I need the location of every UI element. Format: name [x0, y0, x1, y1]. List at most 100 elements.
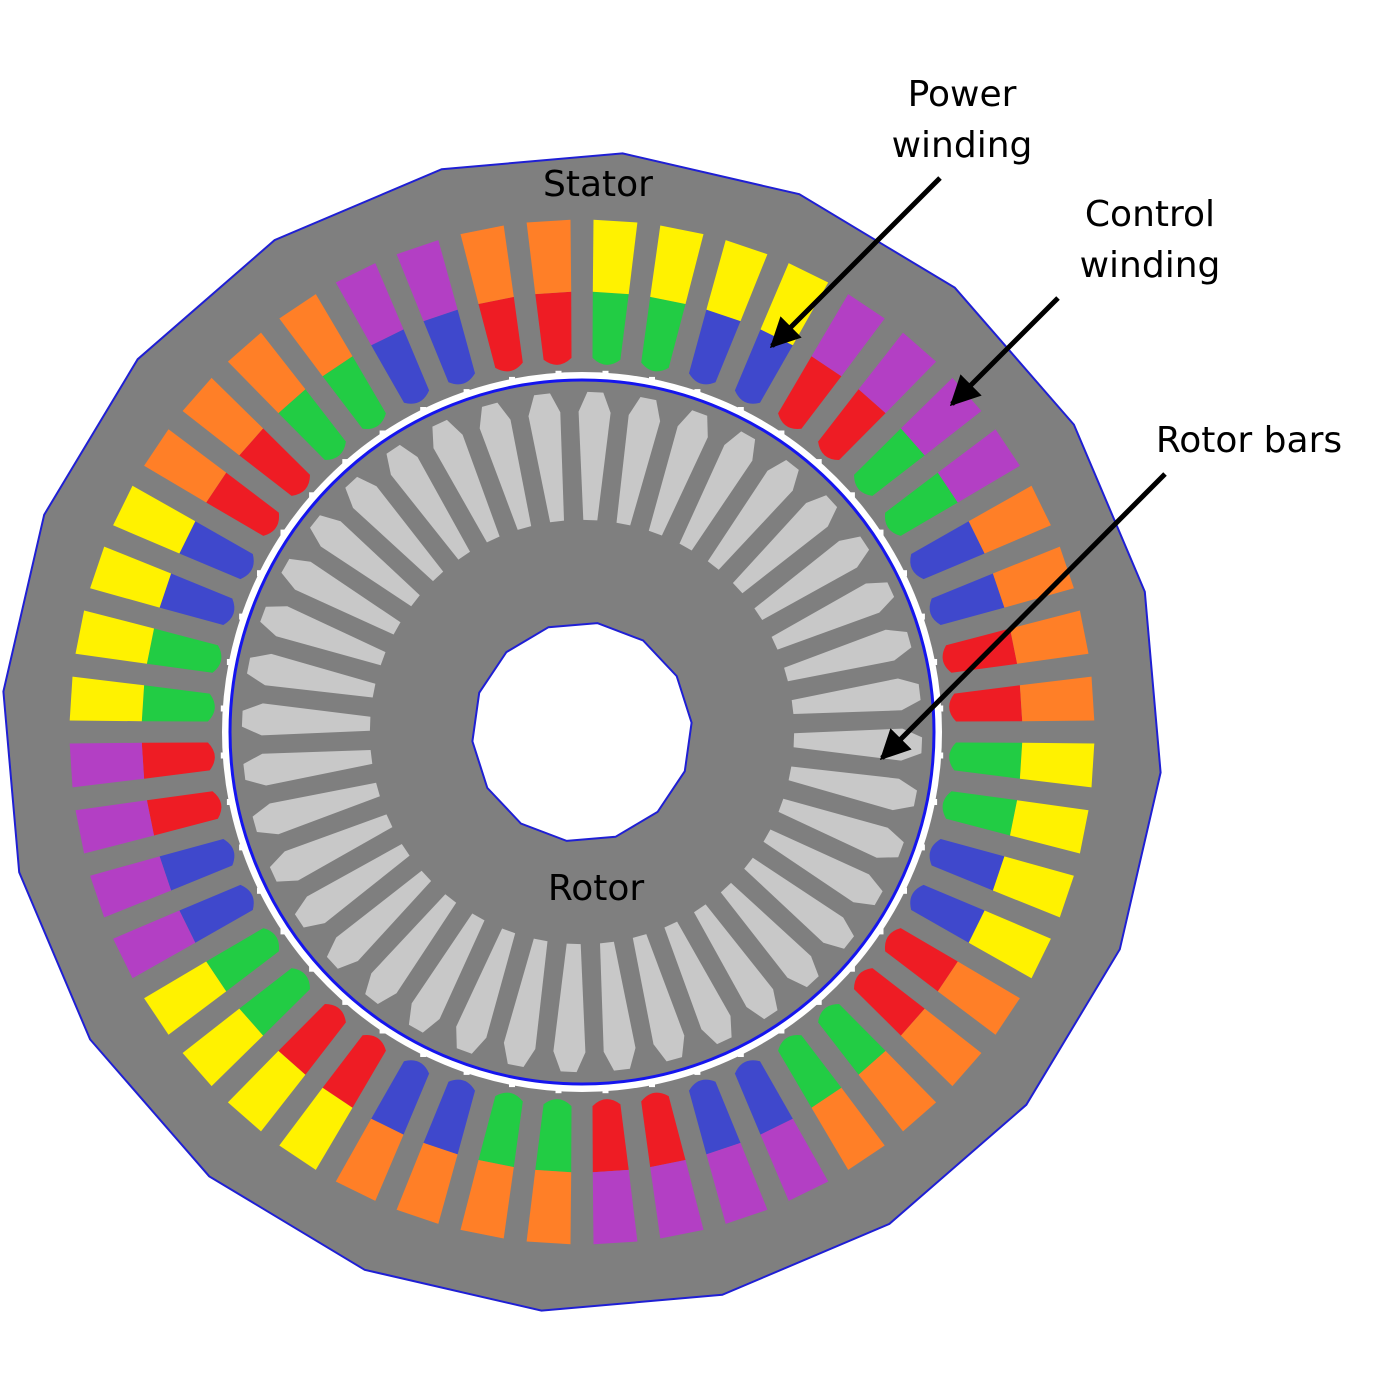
stator-slot	[901, 485, 1051, 580]
slot-opening	[649, 1081, 655, 1088]
stator-slot	[335, 1051, 430, 1201]
outer-winding-conductor	[182, 1008, 264, 1087]
inner-winding-conductor	[592, 291, 629, 365]
slot-opening	[694, 389, 701, 396]
inner-winding-conductor	[949, 685, 1023, 722]
slot-opening	[694, 1068, 701, 1075]
stator-slot	[641, 225, 704, 383]
rotor-bar	[791, 678, 921, 714]
inner-winding-conductor	[423, 309, 475, 385]
slot-opening	[815, 998, 822, 1005]
outer-winding-conductor	[1010, 610, 1089, 664]
outer-winding-conductor	[279, 294, 353, 377]
stator-slot	[113, 485, 263, 580]
power-winding-label-line2: winding	[892, 125, 1033, 166]
inner-winding-conductor	[942, 791, 1018, 836]
slot-opening	[420, 407, 427, 413]
slot-opening	[220, 705, 227, 712]
rotor-bar	[679, 431, 756, 551]
rotor-bar	[632, 934, 685, 1062]
inner-winding-conductor	[371, 1060, 430, 1135]
stator-slot	[937, 676, 1095, 722]
slot-opening	[226, 799, 233, 805]
stator-slot	[113, 884, 263, 979]
outer-winding-conductor	[1010, 800, 1089, 854]
outer-winding-conductor	[811, 294, 885, 377]
inner-winding-conductor	[535, 1099, 572, 1173]
stator-slot	[592, 1087, 638, 1245]
slot-opening	[901, 887, 907, 894]
inner-winding-conductor	[278, 1004, 346, 1075]
slot-opening	[918, 844, 925, 851]
outer-winding-conductor	[992, 856, 1074, 918]
slot-opening	[257, 570, 263, 577]
rotor-bar	[771, 582, 895, 650]
slot-opening	[737, 1051, 744, 1057]
inner-winding-conductor	[239, 428, 310, 496]
slot-opening	[463, 389, 470, 396]
slot-opening	[257, 887, 263, 894]
inner-winding-conductor	[179, 884, 254, 943]
outer-winding-conductor	[858, 1050, 937, 1132]
outer-winding-conductor	[279, 1087, 353, 1170]
slot-opening	[931, 659, 938, 665]
inner-winding-conductor	[910, 884, 985, 943]
inner-winding-conductor	[734, 1060, 793, 1135]
rotor-bar	[310, 515, 420, 607]
inner-winding-conductor	[689, 309, 741, 385]
inner-winding-conductor	[146, 791, 222, 836]
rotor-bar	[763, 829, 883, 906]
slot-opening	[649, 376, 655, 383]
control-winding-label-line1: Control	[1085, 194, 1215, 235]
outer-winding-conductor	[69, 676, 145, 722]
rotor-bar	[365, 894, 457, 1004]
stator-slot	[90, 546, 246, 625]
slot-opening	[280, 928, 287, 935]
slot-opening	[342, 459, 349, 466]
slot-opening	[280, 529, 287, 536]
rotor-bar	[408, 913, 485, 1033]
stator-slot	[279, 1027, 386, 1170]
slot-opening	[239, 613, 246, 620]
slot-opening	[463, 1068, 470, 1075]
slot-opening	[815, 459, 822, 466]
stator-slot	[937, 742, 1095, 788]
outer-winding-conductor	[90, 856, 172, 918]
rotor-bar	[479, 402, 532, 530]
slot-opening	[309, 492, 316, 499]
stator-slot	[918, 546, 1074, 625]
outer-winding-conductor	[460, 225, 514, 304]
rotor-bar	[788, 766, 917, 811]
stator-slot	[69, 742, 227, 788]
outer-winding-conductor	[396, 240, 458, 322]
stator-slot	[335, 263, 430, 413]
outer-winding-conductor	[1019, 742, 1095, 788]
slot-opening	[555, 1087, 562, 1094]
stator-slot	[778, 1027, 885, 1170]
outer-winding-conductor	[650, 1160, 704, 1239]
outer-winding-conductor	[113, 910, 196, 979]
inner-winding-conductor	[141, 685, 215, 722]
outer-winding-conductor	[811, 1087, 885, 1170]
stator-slot	[877, 928, 1020, 1035]
rotor-bar	[553, 943, 586, 1073]
slot-opening	[379, 430, 386, 437]
slot-opening	[420, 1051, 427, 1057]
inner-winding-conductor	[239, 968, 310, 1036]
inner-winding-conductor	[929, 573, 1005, 625]
slot-opening	[555, 370, 562, 377]
inner-winding-conductor	[423, 1079, 475, 1155]
rotor-bars-label: Rotor bars	[1156, 420, 1342, 461]
outer-winding-conductor	[937, 429, 1020, 503]
rotor-bar	[326, 870, 432, 969]
inner-winding-conductor	[322, 356, 386, 430]
stator-slot	[227, 998, 349, 1132]
stator-slot	[526, 219, 572, 377]
slot-opening	[602, 370, 609, 377]
inner-winding-conductor	[206, 472, 280, 536]
slot-opening	[877, 928, 884, 935]
stator-slot	[279, 294, 386, 437]
stator-label: Stator	[543, 164, 653, 205]
inner-winding-conductor	[818, 389, 886, 460]
